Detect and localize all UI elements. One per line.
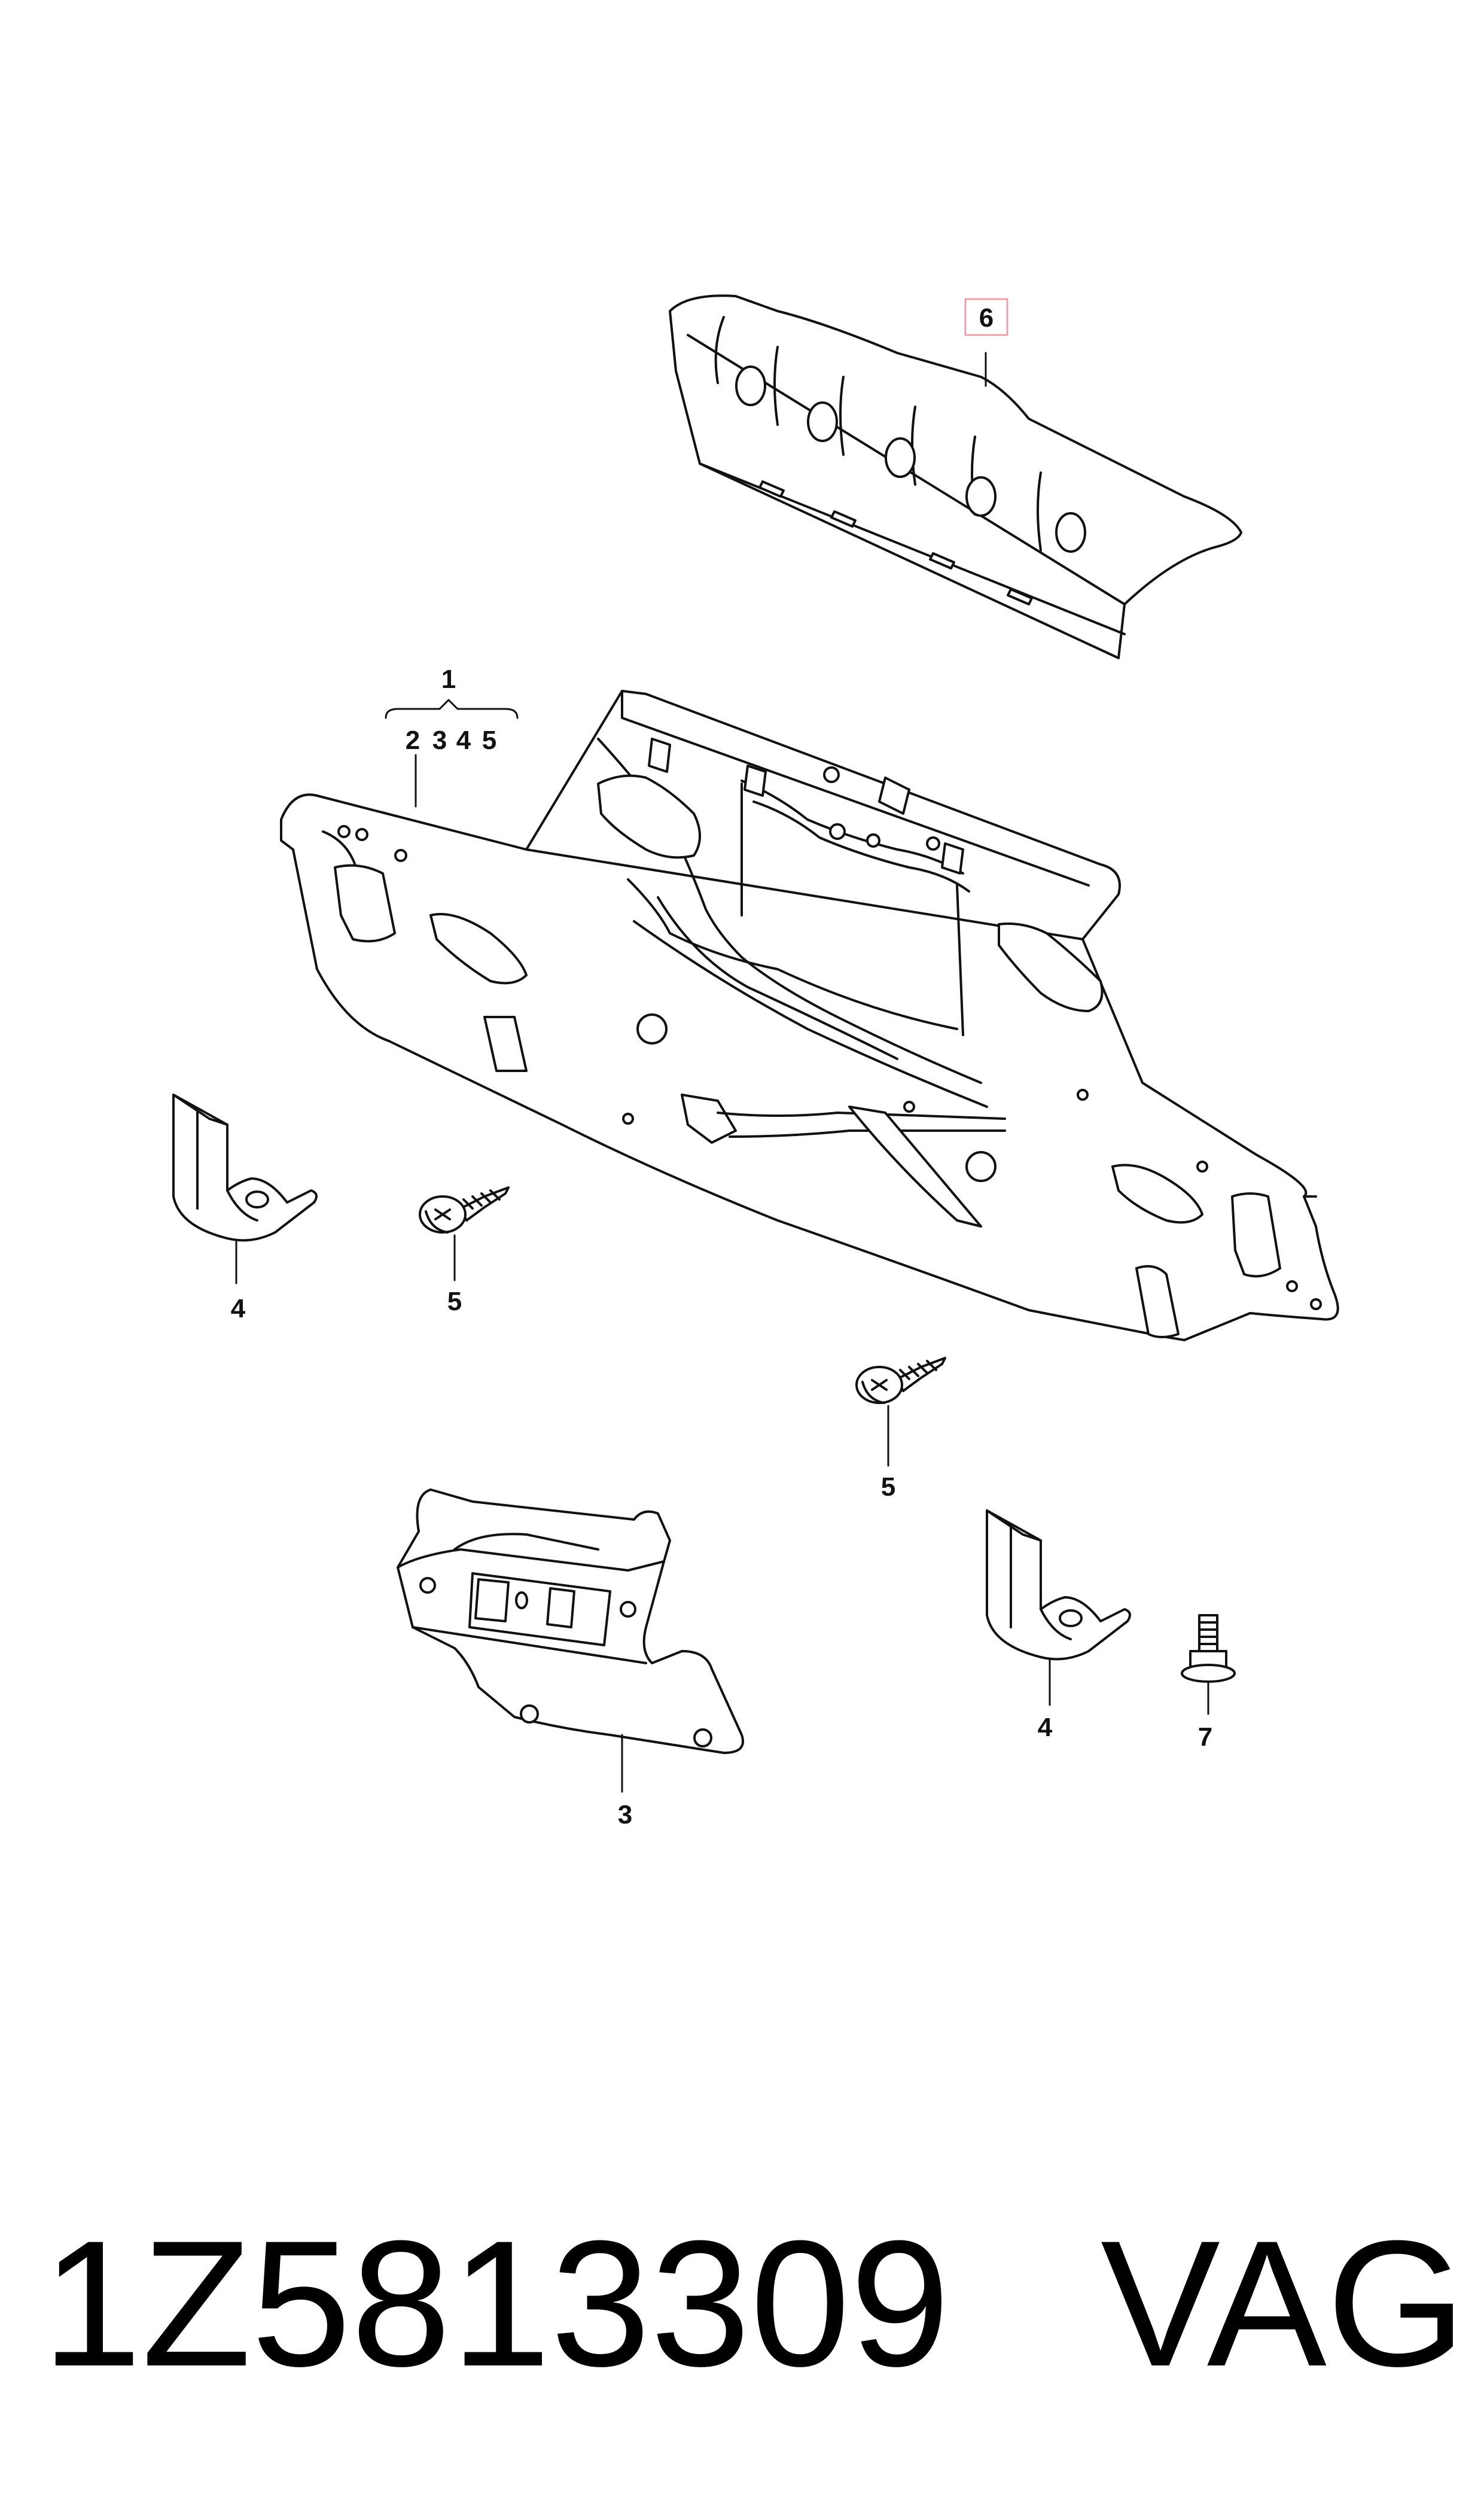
callout-6: 6	[979, 303, 994, 333]
part-6-reinforcement-bracket	[669, 294, 1242, 659]
part-5-screw-middle	[855, 1357, 946, 1404]
part-7-flange-bolt	[1181, 1614, 1236, 1683]
callout-5-top: 5	[482, 726, 496, 755]
group-bracket-1	[385, 699, 519, 719]
callout-2: 2	[406, 726, 420, 755]
callout-6-highlight-box	[964, 298, 1008, 336]
part-number: 1Z5813309	[42, 2203, 950, 2404]
callout-1: 1	[441, 665, 456, 694]
callout-3-top: 3	[432, 726, 447, 755]
callout-5-left: 5	[447, 1287, 462, 1316]
callout-5-middle: 5	[881, 1472, 895, 1502]
callout-4-right: 4	[1038, 1713, 1053, 1742]
brand-name: VAG	[1101, 2203, 1467, 2404]
part-4-angle-bracket-right	[986, 1509, 1131, 1661]
callout-4-left: 4	[231, 1294, 246, 1323]
leader-lines	[235, 352, 1209, 1793]
part-1-rear-panel	[280, 690, 1339, 1341]
callout-7: 7	[1198, 1722, 1212, 1752]
part-4-angle-bracket-left	[172, 1094, 318, 1242]
callout-4-top: 4	[456, 726, 471, 755]
part-5-screw-left	[419, 1186, 510, 1234]
callout-3-bottom: 3	[618, 1800, 632, 1829]
part-3-lower-bracket	[397, 1488, 744, 1754]
